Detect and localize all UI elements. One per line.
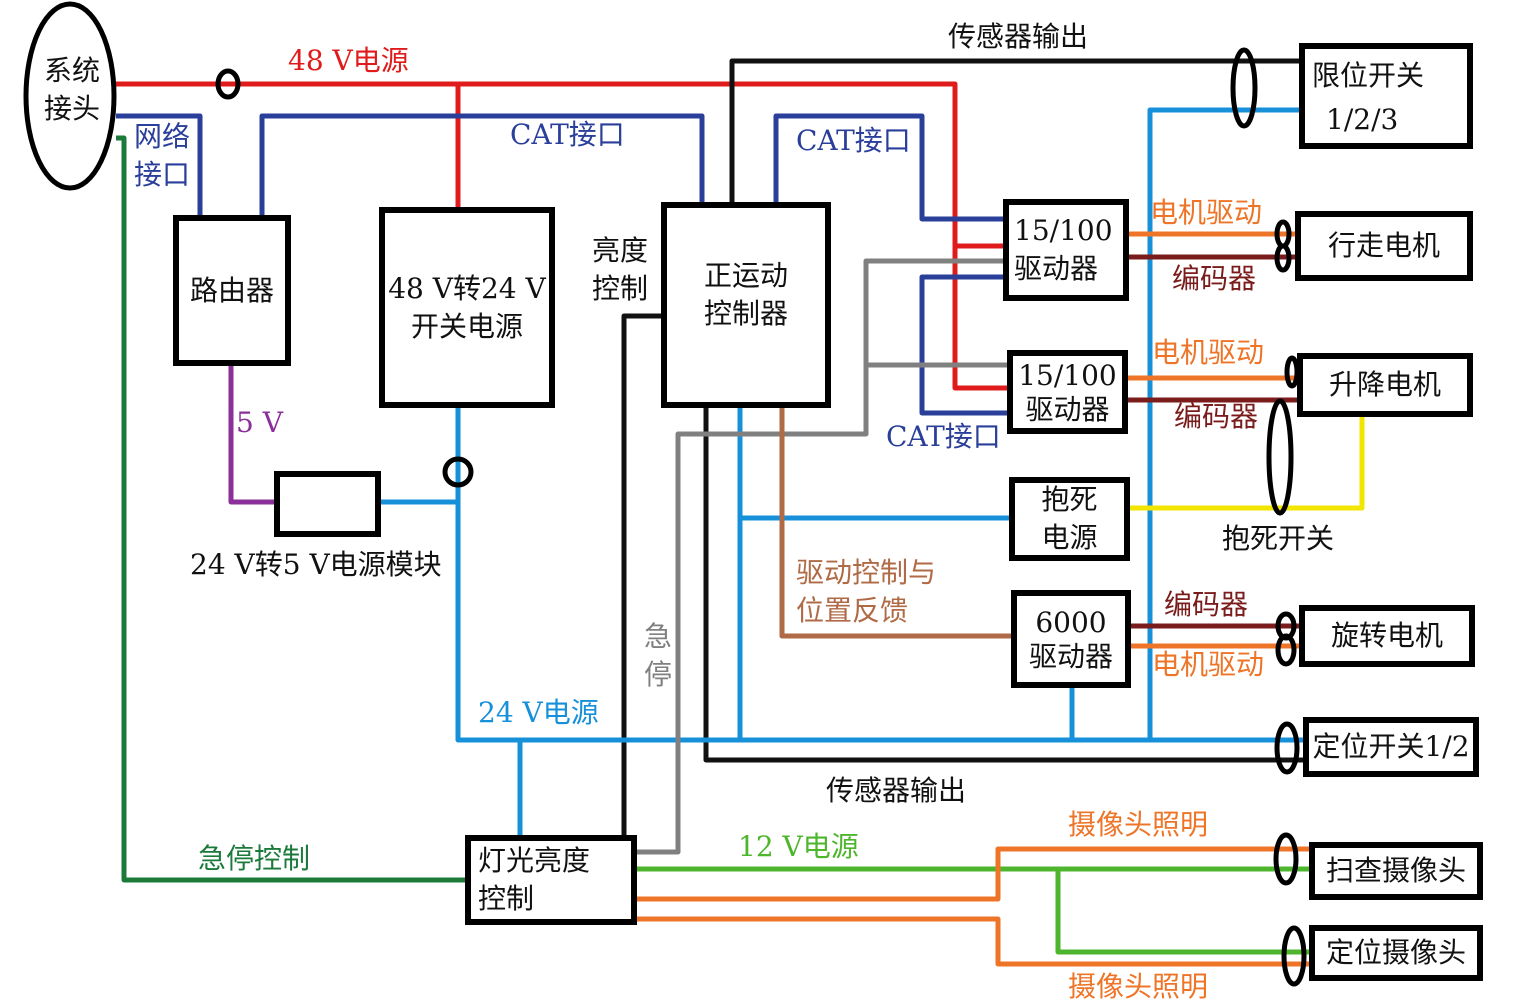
network-port-line-1: 网络 [134,120,191,153]
light-control-box [465,835,637,925]
wire-network-router [116,113,203,218]
scan-camera-box [1309,842,1483,900]
wire-cat-router-controller [259,113,705,218]
power-24v-label: 24 V电源 [478,696,599,729]
wire-estop [636,258,1008,855]
estop-control-label: 急停控制 [198,842,311,875]
wire-drive-feedback [779,405,1014,639]
cat-port-label-1: CAT接口 [510,118,625,151]
encoder-label-3: 编码器 [1164,588,1249,621]
motor-drive-label-3: 电机驱动 [1152,648,1265,681]
wire-cat-controller-driver1 [773,113,1008,222]
emergency-stop-line-2: 停 [644,658,673,691]
camera-light-label-bottom: 摄像头照明 [1068,970,1209,1003]
clamp-24v [442,456,474,488]
wire-48v-main [116,81,1010,391]
encoder-label-1: 编码器 [1172,262,1257,295]
psu-48-24-box [379,207,555,408]
power-12v-label: 12 V电源 [738,830,859,863]
power-5v-label: 5 V [236,406,283,439]
network-port-line-2: 接口 [134,158,191,191]
cable-clamps [215,47,1307,987]
wire-24v-psu-down [455,405,1306,743]
network-port-label: 网络 接口 [134,118,190,194]
driver-1-box [1003,199,1129,301]
limit-switch-box [1299,43,1473,149]
sensor-output-label-bottom: 传感器输出 [826,774,967,807]
wire-light-position [634,916,1312,967]
system-connector-shape [23,1,117,191]
clamp-scan-camera [1273,832,1299,886]
wires [116,58,1365,967]
wire-sensor-bottom [703,405,1306,763]
brightness-control-line-2: 控制 [592,272,649,305]
blocks [23,1,1483,981]
wire-5v [228,362,277,505]
driver-6000-box [1011,590,1131,688]
cat-port-label-3: CAT接口 [886,420,1001,453]
wire-12v-position [1055,869,1312,955]
position-camera-box [1309,925,1483,981]
clamp-travel-motor-b [1274,243,1292,273]
router-box [173,215,291,366]
wire-cat-driver1-driver2 [919,274,1010,416]
clamp-lift-motor [1284,355,1300,389]
position-switch-box [1303,717,1479,777]
motor-drive-label-1: 电机驱动 [1150,196,1263,229]
driver-2-box [1007,350,1128,434]
emergency-stop-label: 急 停 [644,618,672,694]
drive-control-feedback-line-1: 驱动控制与 [796,556,937,589]
power-48v-label: 48 V电源 [288,44,409,77]
clamp-48v [215,68,241,100]
motor-drive-label-2: 电机驱动 [1152,336,1265,369]
psu-24-5-box [274,471,381,537]
wire-estop-control [116,135,468,883]
brightness-control-label: 亮度 控制 [592,232,648,308]
travel-motor-box [1295,211,1473,281]
clamp-position-camera [1281,925,1307,987]
clamp-limit-switch [1230,47,1258,129]
wire-brake-switch [1128,416,1365,511]
psu-24-5-caption: 24 V转5 V电源模块 [190,548,442,581]
wire-brightness [621,313,664,840]
clamp-brake [1266,398,1294,516]
drive-control-feedback-line-2: 位置反馈 [796,594,909,627]
brake-switch-label: 抱死开关 [1222,522,1335,555]
emergency-stop-line-1: 急 [644,620,673,653]
clamp-rotate-motor-b [1275,633,1297,667]
camera-light-label-top: 摄像头照明 [1068,808,1209,841]
rotate-motor-box [1299,605,1475,667]
cat-port-label-2: CAT接口 [796,124,911,157]
sensor-output-label-top: 传感器输出 [948,20,1089,53]
encoder-label-2: 编码器 [1174,400,1259,433]
brake-power-box [1009,477,1130,561]
lift-motor-box [1297,353,1473,417]
motion-controller-box [661,202,831,408]
drive-control-feedback-label: 驱动控制与 位置反馈 [796,554,936,630]
wire-light-scan [634,846,1312,902]
brightness-control-line-1: 亮度 [592,234,649,267]
wire-sensor-top [729,58,1302,207]
clamp-position-switch [1274,721,1300,775]
